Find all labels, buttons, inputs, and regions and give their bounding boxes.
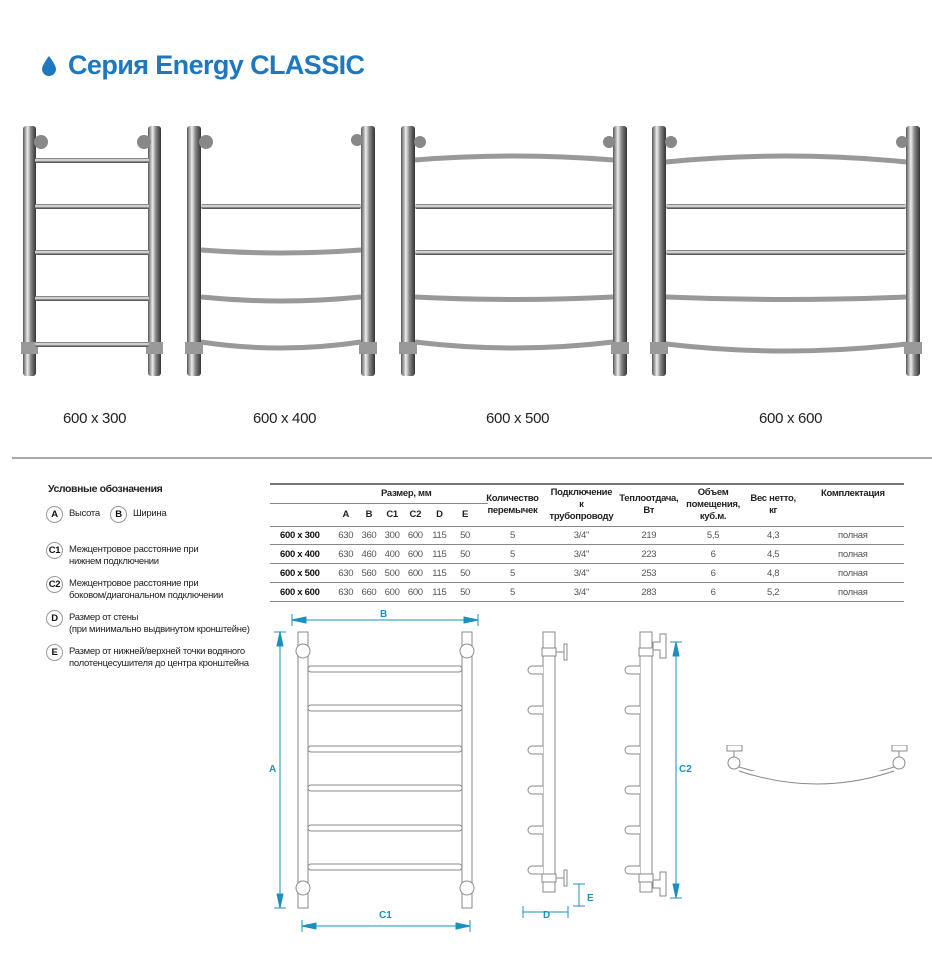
legend-title: Условные обозначения [48, 483, 163, 495]
product-label: 600 x 400 [253, 410, 317, 427]
legend-item-b: B Ширина [110, 506, 167, 523]
col-e: E [462, 509, 469, 520]
legend-badge: C2 [46, 576, 63, 593]
dimension-label-d: D [543, 910, 551, 921]
col-b: B [365, 509, 373, 520]
col-c2: C2 [409, 509, 422, 520]
col-a: A [342, 509, 350, 520]
legend-badge: C1 [46, 542, 63, 559]
legend-badge: A [46, 506, 63, 523]
dimension-label-c2: C2 [679, 764, 692, 775]
dimension-label-c1: C1 [379, 910, 392, 921]
legend-text: Ширина [133, 508, 167, 519]
table-top-rule [270, 483, 904, 485]
size-group-rule [270, 503, 488, 504]
legend-text: Размер от стены(при минимально выдвинуто… [69, 612, 250, 635]
side-view-drawing [522, 631, 682, 918]
col-heat: Теплоотдача,Вт [619, 493, 679, 516]
product-label: 600 x 600 [759, 410, 823, 427]
water-drop-icon [42, 55, 56, 76]
legend-item-d: D Размер от стены(при минимально выдвину… [46, 610, 250, 636]
top-view-drawing [726, 745, 908, 785]
product-image-600x400 [185, 126, 377, 376]
front-view-drawing [274, 614, 479, 932]
legend-item-a: A Высота [46, 506, 100, 523]
legend-badge: D [46, 610, 63, 627]
col-c1: C1 [386, 509, 398, 520]
product-label: 600 x 500 [486, 410, 550, 427]
legend-badge: E [46, 644, 63, 661]
product-label: 600 x 300 [63, 410, 127, 427]
col-weight: Вес нетто,кг [750, 493, 796, 516]
legend-badge: B [110, 506, 127, 523]
product-image-600x300 [21, 126, 163, 376]
product-image-600x600 [650, 126, 922, 376]
title-text: Серия Energy CLASSIC [68, 50, 365, 80]
dimension-label-b: B [380, 609, 388, 620]
dimension-label-a: A [269, 764, 277, 775]
col-d: D [436, 509, 443, 520]
size-group-header: Размер, мм [380, 488, 432, 499]
legend-text: Высота [69, 508, 100, 519]
dimension-label-e: E [587, 893, 594, 904]
legend-item-e: E Размер от нижней/верхней точки водяног… [46, 644, 249, 670]
col-kit: Комплектация [820, 488, 885, 499]
section-divider [12, 457, 932, 459]
page-title: Серия Energy CLASSIC [42, 50, 365, 81]
product-image-600x500 [399, 126, 629, 376]
